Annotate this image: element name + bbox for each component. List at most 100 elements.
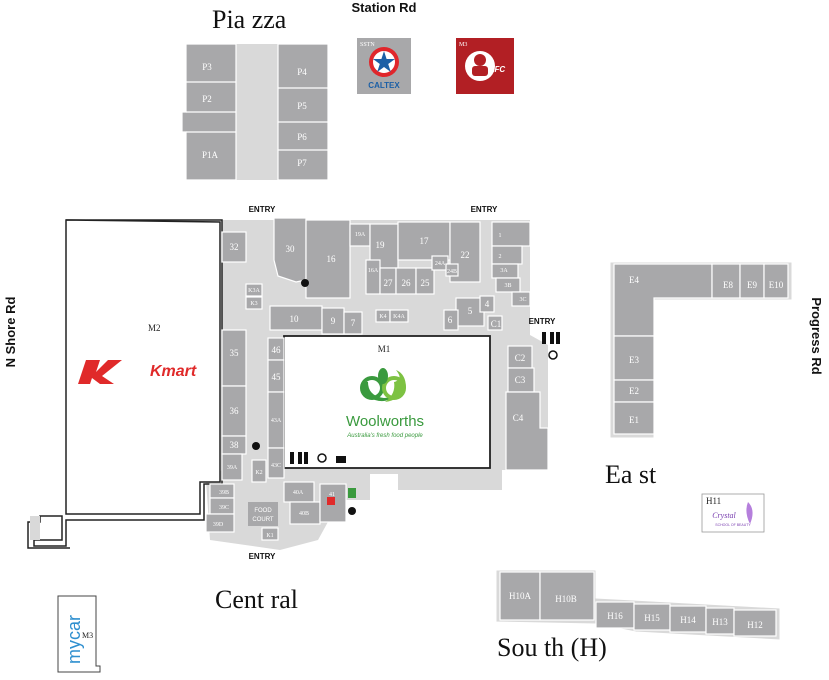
shop-label-E10: E10 — [769, 280, 784, 290]
mycar-store: mycar M3 — [57, 595, 101, 673]
accessible-icon — [317, 453, 327, 463]
woolworths-brand: Woolworths — [346, 413, 424, 430]
east-precinct: E4 E8 E9 E10 E3 E2 E1 — [609, 261, 793, 439]
shop-label-6: 6 — [448, 315, 453, 325]
shop-label-H10A: H10A — [509, 591, 531, 601]
mycar-logo: mycar — [64, 615, 84, 664]
woolworths-store — [283, 335, 491, 469]
east-zone-label: Ea st — [605, 460, 657, 489]
shop-P1A: P1A — [202, 150, 219, 160]
central-precinct: M2 Kmart M1 Woolworths Australia's fresh… — [27, 217, 560, 550]
svg-text:KFC: KFC — [489, 65, 506, 74]
entry-label-north-west: ENTRY — [249, 205, 276, 214]
shop-label-22: 22 — [461, 250, 470, 260]
piazza-walkway — [236, 44, 278, 180]
shop-label-10: 10 — [290, 314, 300, 324]
kmart-store — [65, 219, 221, 515]
svg-text:Crystal: Crystal — [712, 511, 736, 520]
shop-label-H10B: H10B — [555, 594, 577, 604]
shop-label-K4A: K4A — [393, 314, 405, 320]
svg-text:FOOD: FOOD — [254, 508, 272, 514]
shop-label-1: 1 — [499, 233, 502, 239]
shop-label-3B: 3B — [504, 283, 511, 289]
piazza-zone-label: Pia zza — [212, 5, 287, 34]
svg-text:H11: H11 — [706, 496, 721, 506]
shop-label-3A: 3A — [500, 268, 508, 274]
shop-label-26: 26 — [402, 278, 412, 288]
shop-label-E4: E4 — [629, 275, 639, 285]
shop-label-2: 2 — [499, 254, 502, 260]
caltex-logo: SSTN CALTEX — [357, 38, 411, 94]
east-accessible-icon — [548, 350, 558, 360]
shop-P4: P4 — [297, 67, 307, 77]
south-zone-label: Sou th (H) — [497, 633, 607, 662]
shop-label-C1: C1 — [491, 319, 502, 329]
svg-text:Kmart: Kmart — [150, 363, 197, 380]
svg-text:SCHOOL OF BEAUTY: SCHOOL OF BEAUTY — [715, 523, 751, 527]
svg-text:CALTEX: CALTEX — [368, 81, 400, 90]
woolworths-logo — [360, 368, 406, 402]
entry-label-north-east: ENTRY — [471, 205, 498, 214]
shop-label-46: 46 — [272, 345, 282, 355]
shop-label-38: 38 — [230, 440, 240, 450]
shop-label-C4: C4 — [513, 413, 524, 423]
shop-label-16: 16 — [327, 254, 337, 264]
shop-label-25: 25 — [421, 278, 431, 288]
shop-label-39B: 39B — [219, 490, 229, 496]
shop-label-40B: 40B — [299, 511, 309, 517]
shop-label-4: 4 — [485, 299, 490, 309]
east-toilets-icon — [542, 332, 560, 344]
shop-label-E9: E9 — [747, 280, 757, 290]
shop-label-9: 9 — [331, 316, 336, 326]
shop-label-H12: H12 — [747, 620, 763, 630]
shop-label-43C: 43C — [271, 463, 281, 469]
progress-rd-label: Progress Rd — [809, 297, 824, 374]
piazza-precinct: P3 P2 P1A P4 P5 P6 P7 — [181, 43, 329, 181]
kmart-logo: Kmart — [78, 360, 197, 384]
entry-label-south: ENTRY — [249, 552, 276, 561]
shop-label-39D: 39D — [213, 522, 224, 528]
svg-text:COURT: COURT — [252, 517, 274, 523]
exit-icon — [348, 488, 356, 498]
kfc-logo: M3 KFC — [456, 38, 514, 94]
info-icon — [348, 507, 356, 515]
shop-label-24B: 24B — [447, 269, 457, 275]
toilets-icon — [290, 452, 308, 464]
svg-text:M3: M3 — [459, 42, 467, 48]
shop-label-39C: 39C — [219, 505, 229, 511]
entry-label-east: ENTRY — [529, 317, 556, 326]
shop-label-17: 17 — [420, 236, 430, 246]
shop-label-E3: E3 — [629, 355, 639, 365]
shop-label-E1: E1 — [629, 415, 639, 425]
woolworths-code: M1 — [378, 344, 391, 354]
shop-label-35: 35 — [230, 348, 240, 358]
shop-label-H13: H13 — [712, 617, 728, 627]
shop-label-H14: H14 — [680, 615, 696, 625]
fire-icon — [327, 497, 335, 505]
central-zone-label: Cent ral — [215, 585, 298, 614]
shop-label-C3: C3 — [515, 375, 526, 385]
shop-label-K3: K3 — [250, 301, 257, 307]
shop-label-16A: 16A — [368, 268, 379, 274]
shop-P2: P2 — [202, 94, 212, 104]
shop-label-41: 41 — [329, 492, 335, 498]
shop-label-K4: K4 — [379, 314, 386, 320]
shop-label-3C: 3C — [519, 297, 526, 303]
kmart-code: M2 — [148, 323, 161, 333]
shop-label-5: 5 — [468, 306, 473, 316]
shop-label-36: 36 — [230, 406, 240, 416]
shop-label-K2: K2 — [255, 470, 262, 476]
piazza-east-block — [277, 43, 329, 181]
atm-icon — [301, 279, 309, 287]
shop-label-E2: E2 — [629, 386, 639, 396]
shop-P5: P5 — [297, 101, 307, 111]
shop-label-19: 19 — [376, 240, 386, 250]
n-shore-rd-label: N Shore Rd — [3, 297, 18, 368]
shop-label-32: 32 — [230, 242, 239, 252]
shop-label-43A: 43A — [271, 418, 282, 424]
crystal-logo-icon — [746, 502, 753, 524]
shop-P6: P6 — [297, 132, 307, 142]
shop-label-45: 45 — [272, 372, 282, 382]
shop-label-27: 27 — [384, 278, 394, 288]
